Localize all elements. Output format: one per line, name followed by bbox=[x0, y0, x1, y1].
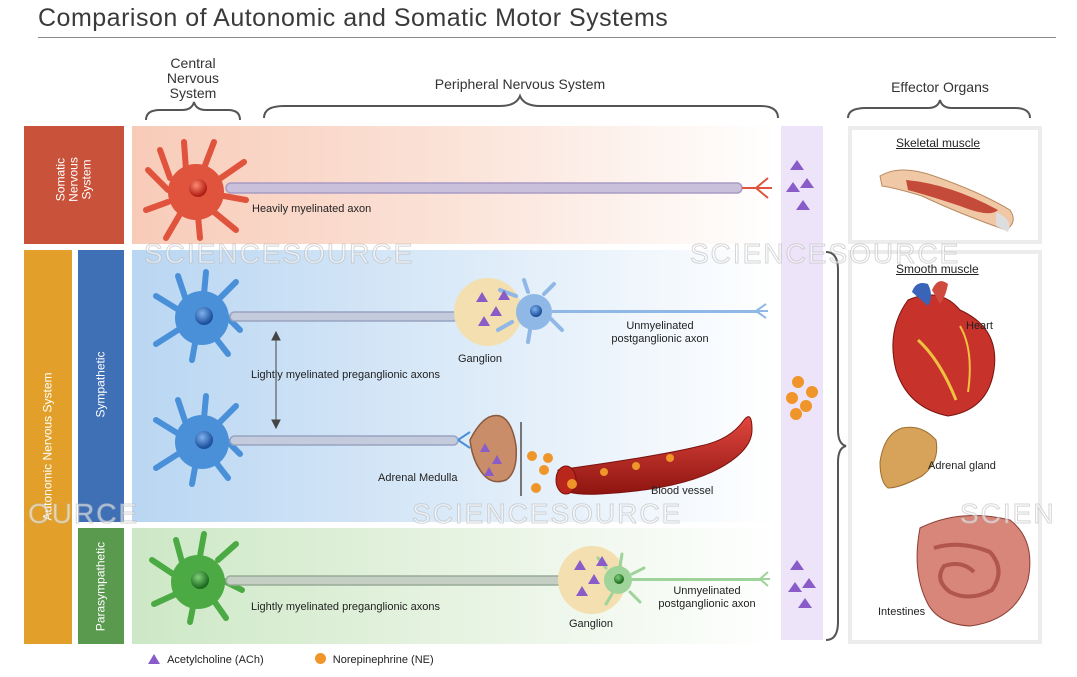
watermark-2: SCIENCESOURCE bbox=[689, 238, 961, 270]
adrenal-gland-illustration bbox=[879, 426, 938, 489]
parasympathetic-bar bbox=[78, 528, 124, 644]
skeletal-muscle-illustration bbox=[879, 169, 1014, 232]
ganglion-bottom-label: Ganglion bbox=[569, 618, 614, 630]
watermark-3: SCIENCESOURCE bbox=[411, 498, 683, 530]
parasympathetic-neuron bbox=[149, 531, 770, 625]
autonomic-bar bbox=[24, 250, 72, 644]
title-divider bbox=[38, 37, 1056, 38]
sympathetic-neuron-bottom bbox=[153, 393, 522, 496]
lightly-myelinated-para-label: Lightly myelinated preganglionic axons bbox=[251, 601, 440, 613]
blood-vessel-label: Blood vessel bbox=[651, 485, 714, 497]
watermark-5: SCIEN bbox=[960, 498, 1056, 530]
ne-molecules-adrenal bbox=[527, 451, 553, 493]
cns-bracket bbox=[145, 101, 241, 121]
sympathetic-bar bbox=[78, 250, 124, 522]
autonomic-bracket bbox=[825, 251, 847, 641]
pns-bracket bbox=[263, 93, 779, 119]
adrenal-medulla-label: Adrenal Medulla bbox=[378, 472, 458, 484]
lightly-myelinated-symp-label: Lightly myelinated preganglionic axons bbox=[251, 369, 440, 381]
watermark-4: OURCE bbox=[27, 498, 140, 530]
somatic-bar bbox=[24, 126, 124, 244]
effector-bracket bbox=[847, 99, 1031, 119]
ach-legend-icon bbox=[148, 654, 160, 664]
pns-header: Peripheral Nervous System bbox=[434, 76, 606, 92]
effector-header: Effector Organs bbox=[891, 79, 989, 95]
skeletal-muscle-label: Skeletal muscle bbox=[896, 136, 981, 150]
unmyelinated-top-label: Unmyelinated postganglionic axon bbox=[611, 320, 709, 345]
blood-vessel bbox=[555, 416, 753, 495]
page-title: Comparison of Autonomic and Somatic Moto… bbox=[38, 4, 669, 32]
double-arrow bbox=[271, 330, 281, 430]
ganglion-top-label: Ganglion bbox=[458, 353, 503, 365]
cns-header: Central Nervous System bbox=[166, 55, 220, 101]
intestines-illustration bbox=[916, 515, 1031, 627]
ne-legend-label: Norepinephrine (NE) bbox=[332, 654, 434, 666]
heart-illustration bbox=[892, 281, 996, 417]
legend: Acetylcholine (ACh) Norepinephrine (NE) bbox=[148, 653, 434, 669]
ach-molecules bbox=[476, 160, 816, 608]
adrenal-gland-label: Adrenal gland bbox=[928, 460, 996, 472]
ne-legend-icon bbox=[314, 653, 326, 664]
heavily-myelinated-label: Heavily myelinated axon bbox=[252, 203, 372, 215]
sympathetic-neuron-top bbox=[153, 269, 768, 363]
unmyelinated-bottom-label: Unmyelinated postganglionic axon bbox=[658, 585, 756, 610]
ne-molecules-column bbox=[786, 376, 818, 420]
intestines-label: Intestines bbox=[878, 606, 926, 618]
heart-label: Heart bbox=[966, 320, 993, 332]
somatic-neuron bbox=[143, 139, 772, 241]
watermark-1: SCIENCESOURCE bbox=[143, 238, 415, 270]
smooth-muscle-label: Smooth muscle bbox=[896, 262, 979, 276]
ach-legend-label: Acetylcholine (ACh) bbox=[167, 654, 264, 666]
